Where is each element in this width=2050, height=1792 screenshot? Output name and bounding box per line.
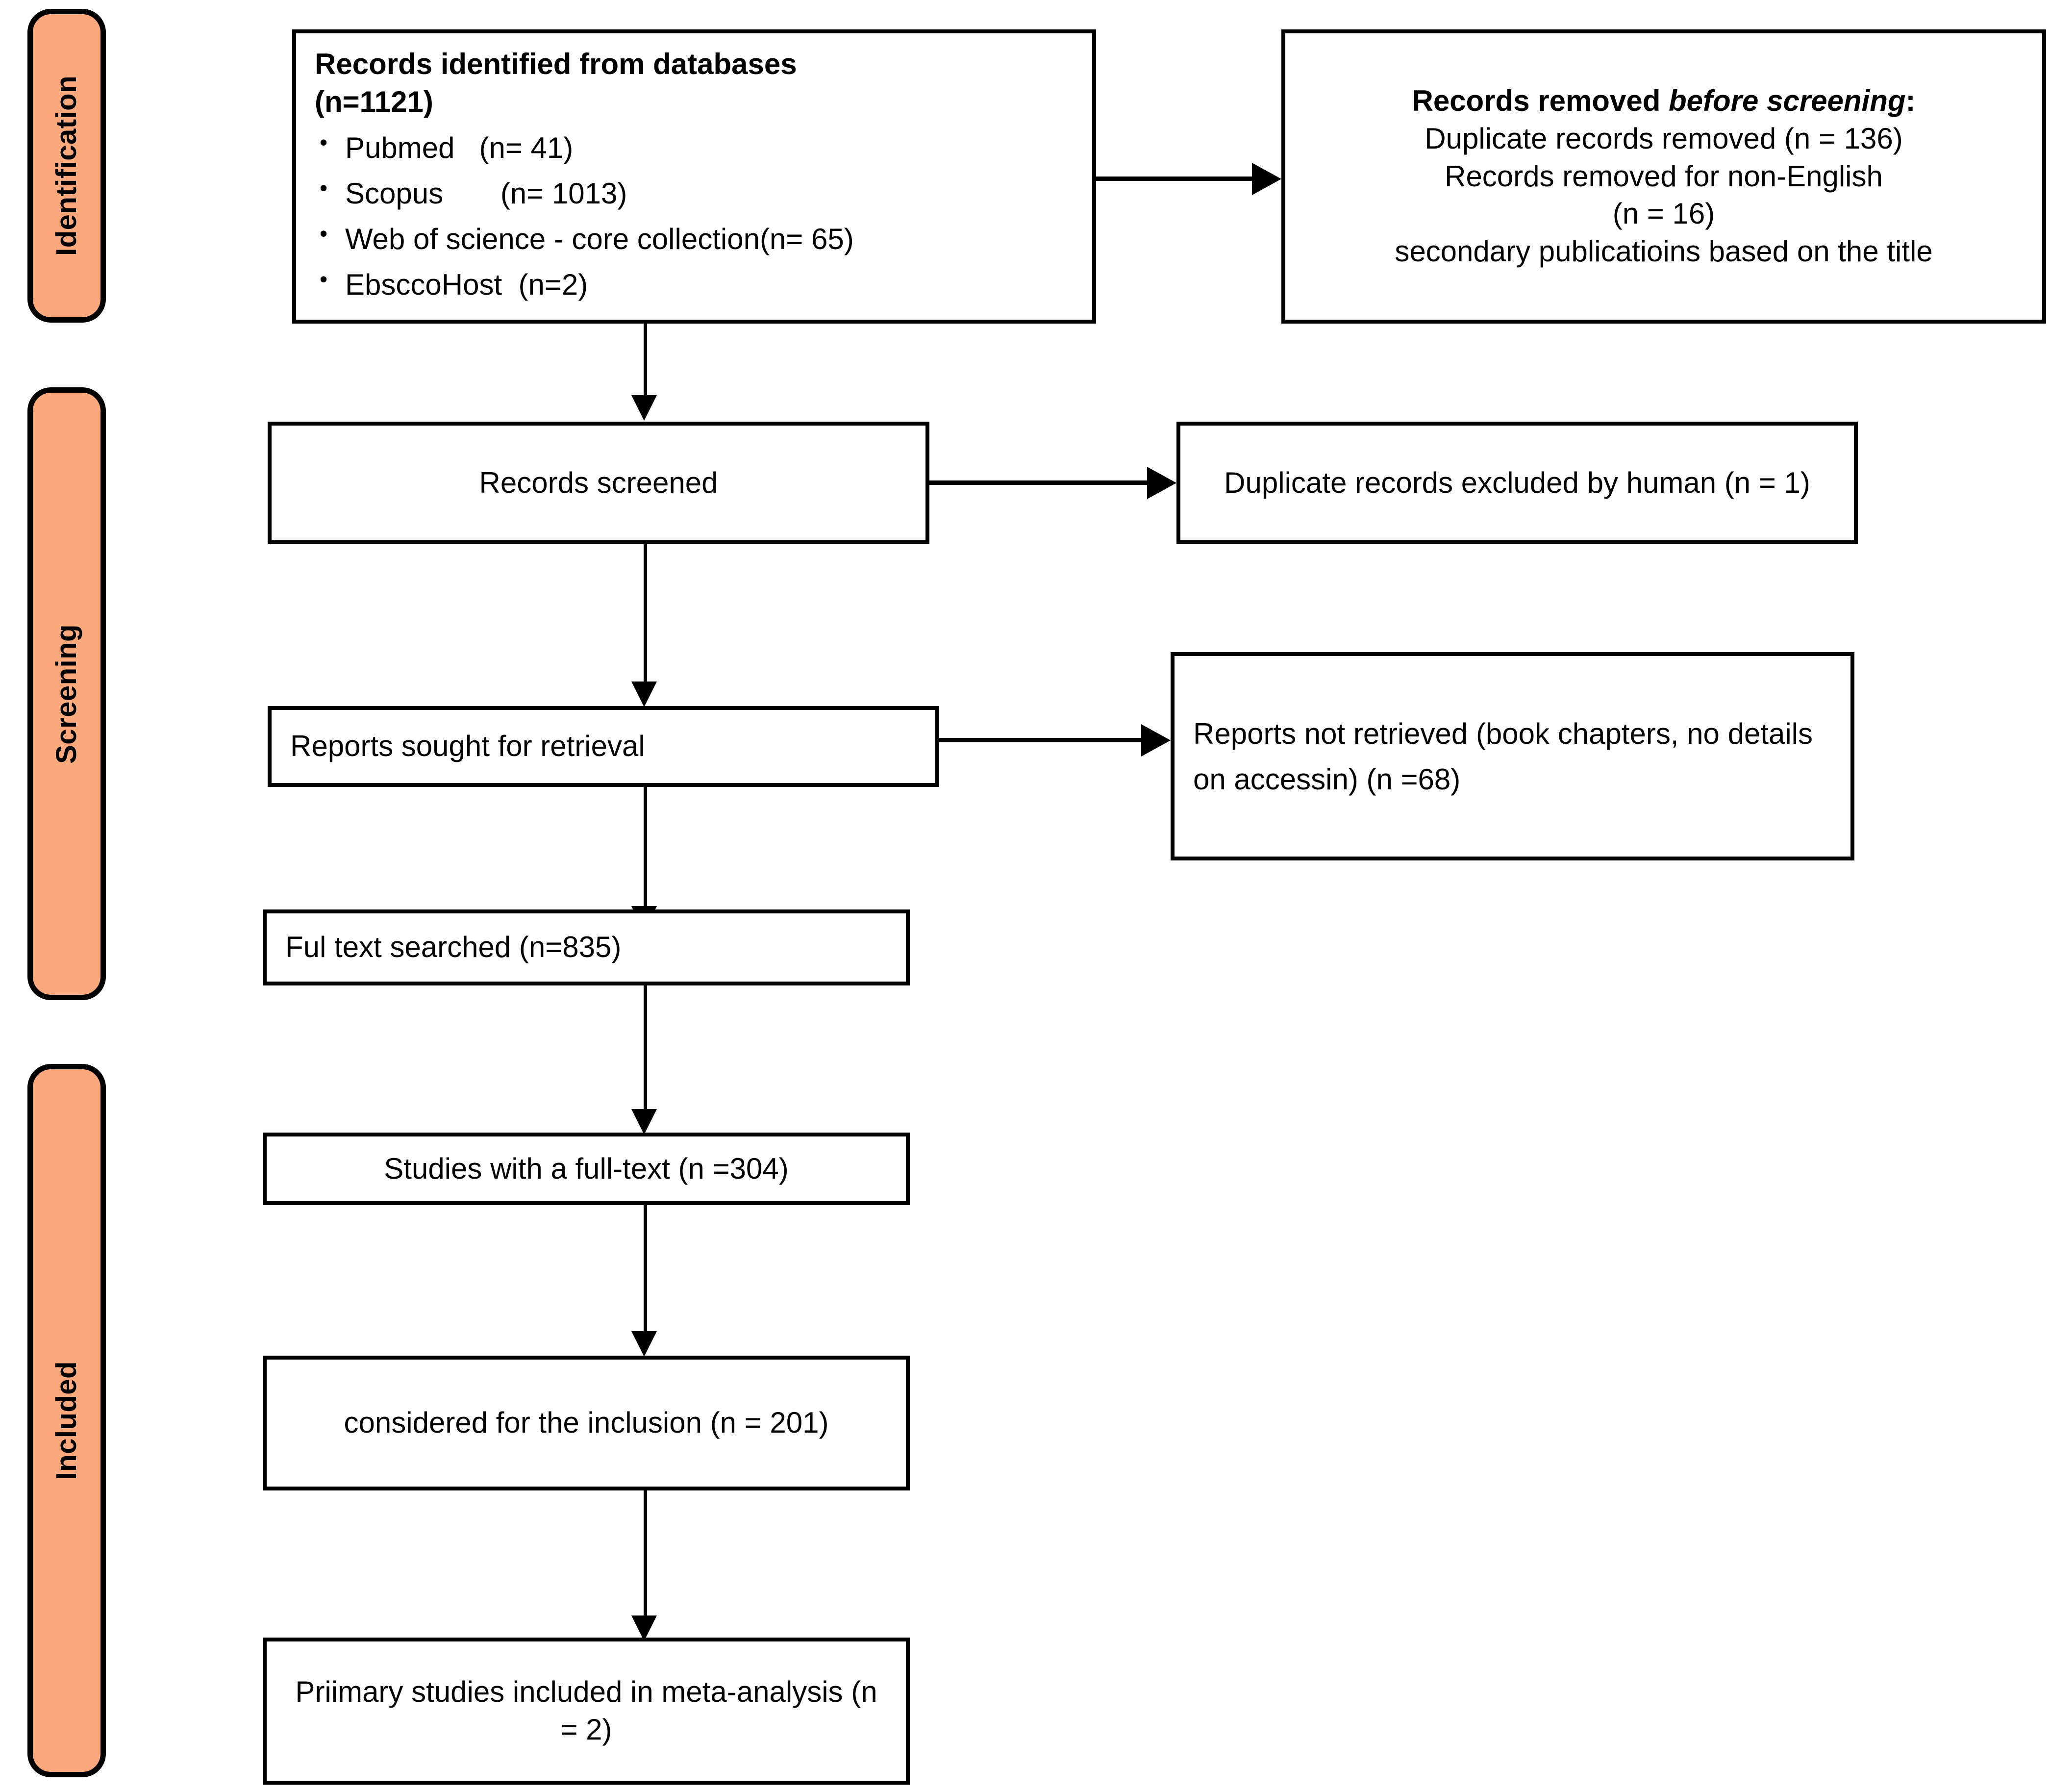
records-removed-heading: Records removed before screening:: [1305, 82, 2023, 120]
connector-sought-to-not-retrieved: [939, 738, 1145, 742]
connector-sought-to-fulltext: [644, 787, 647, 909]
phase-bar-included: Included: [27, 1064, 106, 1777]
connector-studies-to-considered: [644, 1205, 647, 1335]
phase-label-identification: Identification: [50, 76, 82, 256]
box-primary-studies-included: Priimary studies included in meta-analys…: [263, 1638, 910, 1785]
arrow-identified-to-screened: [631, 395, 657, 421]
connector-considered-to-primary: [644, 1490, 647, 1620]
phase-label-included: Included: [50, 1361, 82, 1480]
list-item: Web of science - core collection(n= 65): [320, 216, 1075, 262]
arrow-screened-to-duplicates: [1147, 467, 1176, 499]
records-removed-heading-italic: before screening: [1669, 84, 1906, 117]
considered-for-inclusion-text: considered for the inclusion (n = 201): [344, 1406, 829, 1439]
box-records-screened: Records screened: [268, 422, 929, 544]
arrow-studies-to-considered: [631, 1331, 657, 1357]
connector-fulltext-to-studies: [644, 985, 647, 1113]
primary-studies-included-text: Priimary studies included in meta-analys…: [295, 1675, 877, 1746]
records-removed-heading-prefix: Records removed: [1412, 84, 1669, 117]
box-full-text-searched: Ful text searched (n=835): [263, 909, 910, 985]
arrow-sought-to-not-retrieved: [1141, 724, 1171, 757]
records-removed-heading-suffix: :: [1905, 84, 1916, 117]
connector-identified-to-removed: [1096, 177, 1253, 181]
connector-screened-to-duplicates: [929, 480, 1150, 485]
list-item: Scopus (n= 1013): [320, 171, 1075, 216]
arrow-identified-to-removed: [1252, 163, 1281, 195]
records-screened-text: Records screened: [479, 466, 718, 499]
arrow-fulltext-to-studies: [631, 1109, 657, 1135]
connector-identified-to-screened: [644, 324, 647, 397]
arrow-screened-to-reports-sought: [631, 681, 657, 707]
arrow-considered-to-primary: [631, 1615, 657, 1641]
box-reports-not-retrieved: Reports not retrieved (book chapters, no…: [1171, 652, 1854, 860]
list-item: EbsccoHost (n=2): [320, 262, 1075, 307]
box-records-identified: Records identified from databases (n=112…: [292, 29, 1096, 324]
list-item: Pubmed (n= 41): [320, 125, 1075, 171]
phase-label-screening: Screening: [50, 624, 82, 764]
records-identified-count: (n=1121): [315, 85, 433, 118]
box-records-removed-before-screening: Records removed before screening: Duplic…: [1281, 29, 2046, 324]
full-text-searched-text: Ful text searched (n=835): [285, 931, 622, 964]
box-studies-full-text: Studies with a full-text (n =304): [263, 1133, 910, 1205]
records-identified-heading: Records identified from databases: [315, 48, 797, 81]
records-removed-content: Records removed before screening: Duplic…: [1285, 82, 2042, 271]
box-duplicates-excluded: Duplicate records excluded by human (n =…: [1176, 422, 1858, 544]
reports-not-retrieved-text: Reports not retrieved (book chapters, no…: [1193, 717, 1813, 796]
records-removed-line: (n = 16): [1612, 197, 1715, 230]
reports-sought-text: Reports sought for retrieval: [290, 730, 645, 763]
phase-bar-screening: Screening: [27, 387, 106, 1000]
records-removed-line: secondary publicatioins based on the tit…: [1395, 235, 1933, 268]
records-identified-source-list: Pubmed (n= 41) Scopus (n= 1013) Web of s…: [315, 125, 1075, 307]
duplicates-excluded-text: Duplicate records excluded by human (n =…: [1224, 466, 1810, 499]
box-reports-sought: Reports sought for retrieval: [268, 706, 939, 787]
studies-full-text-text: Studies with a full-text (n =304): [384, 1152, 789, 1185]
connector-screened-to-reports-sought: [644, 544, 647, 684]
phase-bar-identification: Identification: [27, 9, 106, 323]
records-identified-content: Records identified from databases (n=112…: [296, 46, 1092, 307]
records-removed-line: Duplicate records removed (n = 136): [1425, 122, 1903, 155]
box-considered-for-inclusion: considered for the inclusion (n = 201): [263, 1356, 910, 1490]
records-removed-line: Records removed for non-English: [1445, 159, 1883, 193]
